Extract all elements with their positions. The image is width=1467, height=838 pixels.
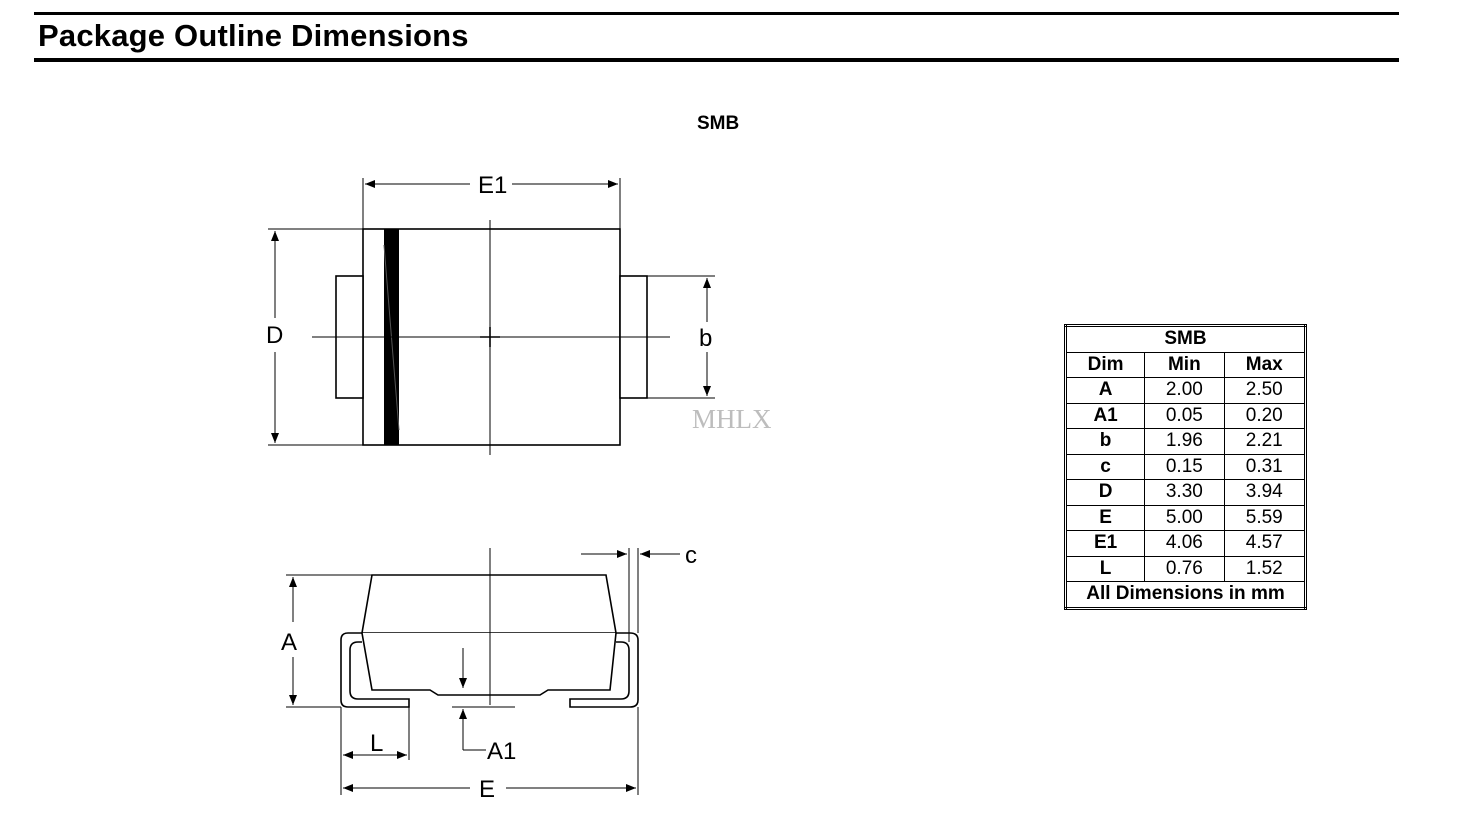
label-A1: A1 — [487, 738, 516, 765]
row-max: 2.50 — [1223, 377, 1307, 404]
side-view — [286, 548, 680, 795]
header-top-rule — [34, 12, 1399, 15]
table-row: E1 4.06 4.57 — [1064, 530, 1307, 557]
table-row: E 5.00 5.59 — [1064, 504, 1307, 531]
package-label: SMB — [697, 113, 740, 134]
table-footer-row: All Dimensions in mm — [1065, 581, 1306, 609]
row-max: 0.20 — [1223, 402, 1307, 429]
row-max: 3.94 — [1223, 479, 1307, 506]
table-title: SMB — [1065, 325, 1306, 353]
table-title-row: SMB — [1065, 325, 1306, 353]
header-max: Max — [1223, 351, 1307, 378]
label-E1: E1 — [478, 172, 507, 199]
row-min: 5.00 — [1144, 504, 1225, 531]
label-b: b — [699, 325, 712, 352]
header-bottom-rule — [34, 58, 1399, 62]
row-max: 0.31 — [1223, 453, 1307, 480]
table-row: b 1.96 2.21 — [1064, 428, 1307, 455]
row-min: 0.05 — [1144, 402, 1225, 429]
page-title: Package Outline Dimensions — [38, 18, 469, 53]
row-min: 2.00 — [1144, 377, 1225, 404]
row-max: 1.52 — [1223, 555, 1307, 582]
table-row: c 0.15 0.31 — [1064, 453, 1307, 480]
row-dim: c — [1064, 453, 1146, 480]
package-body-side-lower — [361, 632, 617, 696]
row-dim: L — [1064, 555, 1146, 582]
table-row: D 3.30 3.94 — [1064, 479, 1307, 506]
table-row: L 0.76 1.52 — [1064, 555, 1307, 582]
table-row: A 2.00 2.50 — [1064, 377, 1307, 404]
dimensions-table: SMB Dim Min Max A 2.00 2.50 A1 0.05 0.20… — [1064, 324, 1307, 610]
table-row: A1 0.05 0.20 — [1064, 402, 1307, 429]
row-min: 3.30 — [1144, 479, 1225, 506]
table-footer: All Dimensions in mm — [1065, 581, 1306, 609]
label-E: E — [479, 776, 495, 803]
row-dim: A — [1064, 377, 1146, 404]
row-min: 0.76 — [1144, 555, 1225, 582]
header-min: Min — [1144, 351, 1225, 378]
row-max: 2.21 — [1223, 428, 1307, 455]
header-dim: Dim — [1064, 351, 1146, 378]
row-dim: A1 — [1064, 402, 1146, 429]
row-dim: b — [1064, 428, 1146, 455]
row-min: 0.15 — [1144, 453, 1225, 480]
table-header-row: Dim Min Max — [1064, 351, 1307, 378]
row-dim: E — [1064, 504, 1146, 531]
watermark: MHLX — [692, 404, 772, 434]
row-min: 4.06 — [1144, 530, 1225, 557]
label-c: c — [685, 542, 697, 569]
row-dim: D — [1064, 479, 1146, 506]
row-max: 4.57 — [1223, 530, 1307, 557]
package-body-side-upper — [361, 574, 617, 634]
right-lead-side — [569, 632, 639, 708]
row-max: 5.59 — [1223, 504, 1307, 531]
row-min: 1.96 — [1144, 428, 1225, 455]
left-lead-side — [340, 632, 410, 708]
label-A: A — [281, 629, 297, 656]
top-view — [268, 178, 715, 455]
row-dim: E1 — [1064, 530, 1146, 557]
label-D: D — [266, 322, 283, 349]
label-L: L — [370, 730, 383, 757]
